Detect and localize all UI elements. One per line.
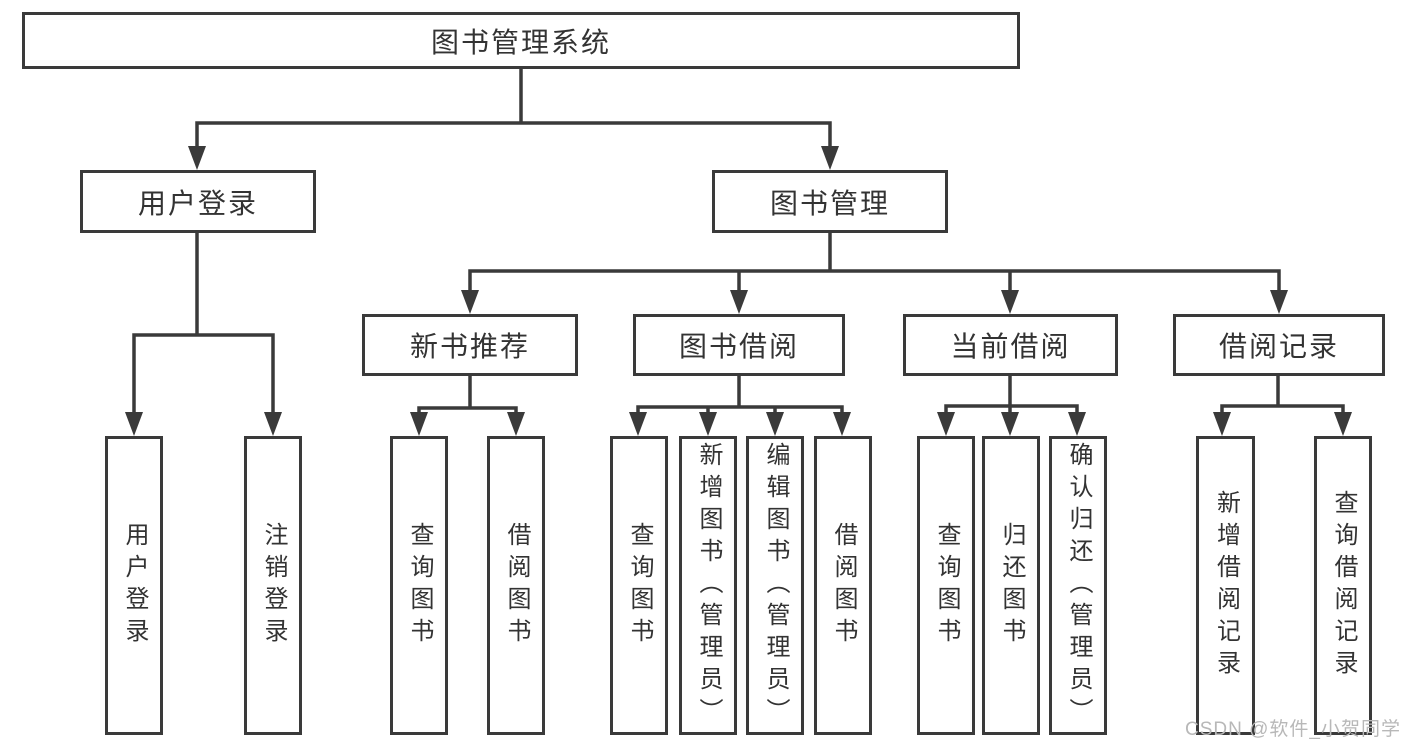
connector-book-management: [461, 233, 1288, 314]
leaf-query-books-current-label: 查询图书: [933, 521, 960, 650]
node-user-login-label: 用户登录: [137, 187, 258, 219]
leaf-confirm-return-admin-label: 确认归还（管理员）: [1065, 441, 1092, 730]
arrow-down-icon: [507, 412, 525, 436]
arrow-down-icon: [821, 146, 839, 170]
arrow-down-icon: [1213, 412, 1231, 436]
leaf-user-login-label: 用户登录: [121, 521, 148, 650]
leaf-query-borrow-record: 查询借阅记录: [1314, 436, 1372, 735]
leaf-return-books: 归还图书: [982, 436, 1040, 735]
node-book-management: 图书管理: [712, 170, 948, 233]
arrow-down-icon: [1068, 412, 1086, 436]
connector-book-borrow: [629, 376, 851, 436]
arrow-down-icon: [1334, 412, 1352, 436]
arrow-down-icon: [264, 412, 282, 436]
arrow-down-icon: [766, 412, 784, 436]
arrow-down-icon: [461, 290, 479, 314]
arrow-down-icon: [699, 412, 717, 436]
arrow-down-icon: [125, 412, 143, 436]
leaf-query-books-current: 查询图书: [917, 436, 975, 735]
node-book-borrow-label: 图书借阅: [678, 331, 799, 362]
leaf-return-books-label: 归还图书: [998, 521, 1025, 650]
arrow-down-icon: [1001, 412, 1019, 436]
leaf-query-books-borrow: 查询图书: [610, 436, 668, 735]
leaf-confirm-return-admin: 确认归还（管理员）: [1049, 436, 1107, 735]
node-borrow-records-label: 借阅记录: [1218, 331, 1339, 362]
leaf-edit-books-admin-label: 编辑图书（管理员）: [762, 441, 789, 730]
leaf-query-books-recommend-label: 查询图书: [406, 521, 433, 650]
leaf-user-login: 用户登录: [105, 436, 163, 735]
connector-root: [188, 69, 839, 170]
watermark: CSDN @软件_小贺同学: [1185, 719, 1401, 740]
leaf-add-books-admin-label: 新增图书（管理员）: [695, 441, 722, 730]
arrow-down-icon: [730, 290, 748, 314]
connector-current-borrow: [937, 376, 1086, 436]
leaf-edit-books-admin: 编辑图书（管理员）: [746, 436, 804, 735]
leaf-query-books-recommend: 查询图书: [390, 436, 448, 735]
node-root: 图书管理系统: [22, 12, 1020, 69]
node-user-login: 用户登录: [80, 170, 316, 233]
leaf-add-borrow-record: 新增借阅记录: [1196, 436, 1255, 735]
leaf-add-books-admin: 新增图书（管理员）: [679, 436, 737, 735]
node-borrow-records: 借阅记录: [1173, 314, 1385, 376]
leaf-add-borrow-record-label: 新增借阅记录: [1212, 489, 1240, 682]
arrow-down-icon: [629, 412, 647, 436]
leaf-query-books-borrow-label: 查询图书: [626, 521, 653, 650]
node-new-book-recommend-label: 新书推荐: [409, 331, 530, 362]
leaf-borrow-books-label: 借阅图书: [830, 521, 857, 650]
arrow-down-icon: [1270, 290, 1288, 314]
arrow-down-icon: [1001, 290, 1019, 314]
node-current-borrow-label: 当前借阅: [950, 331, 1071, 362]
connector-user-login: [125, 233, 282, 436]
leaf-logout-login-label: 注销登录: [260, 521, 287, 650]
arrow-down-icon: [188, 146, 206, 170]
connector-borrow-records: [1213, 376, 1352, 436]
leaf-borrow-books-recommend: 借阅图书: [487, 436, 545, 735]
node-book-management-label: 图书管理: [769, 187, 890, 219]
leaf-query-borrow-record-label: 查询借阅记录: [1330, 489, 1357, 682]
node-root-label: 图书管理系统: [430, 26, 611, 58]
node-book-borrow: 图书借阅: [633, 314, 845, 376]
connector-new-book-recommend: [410, 376, 525, 436]
leaf-borrow-books: 借阅图书: [814, 436, 872, 735]
arrow-down-icon: [937, 412, 955, 436]
node-current-borrow: 当前借阅: [903, 314, 1118, 376]
arrow-down-icon: [410, 412, 428, 436]
node-new-book-recommend: 新书推荐: [362, 314, 578, 376]
arrow-down-icon: [833, 412, 851, 436]
leaf-borrow-books-recommend-label: 借阅图书: [503, 521, 530, 650]
leaf-logout-login: 注销登录: [244, 436, 302, 735]
